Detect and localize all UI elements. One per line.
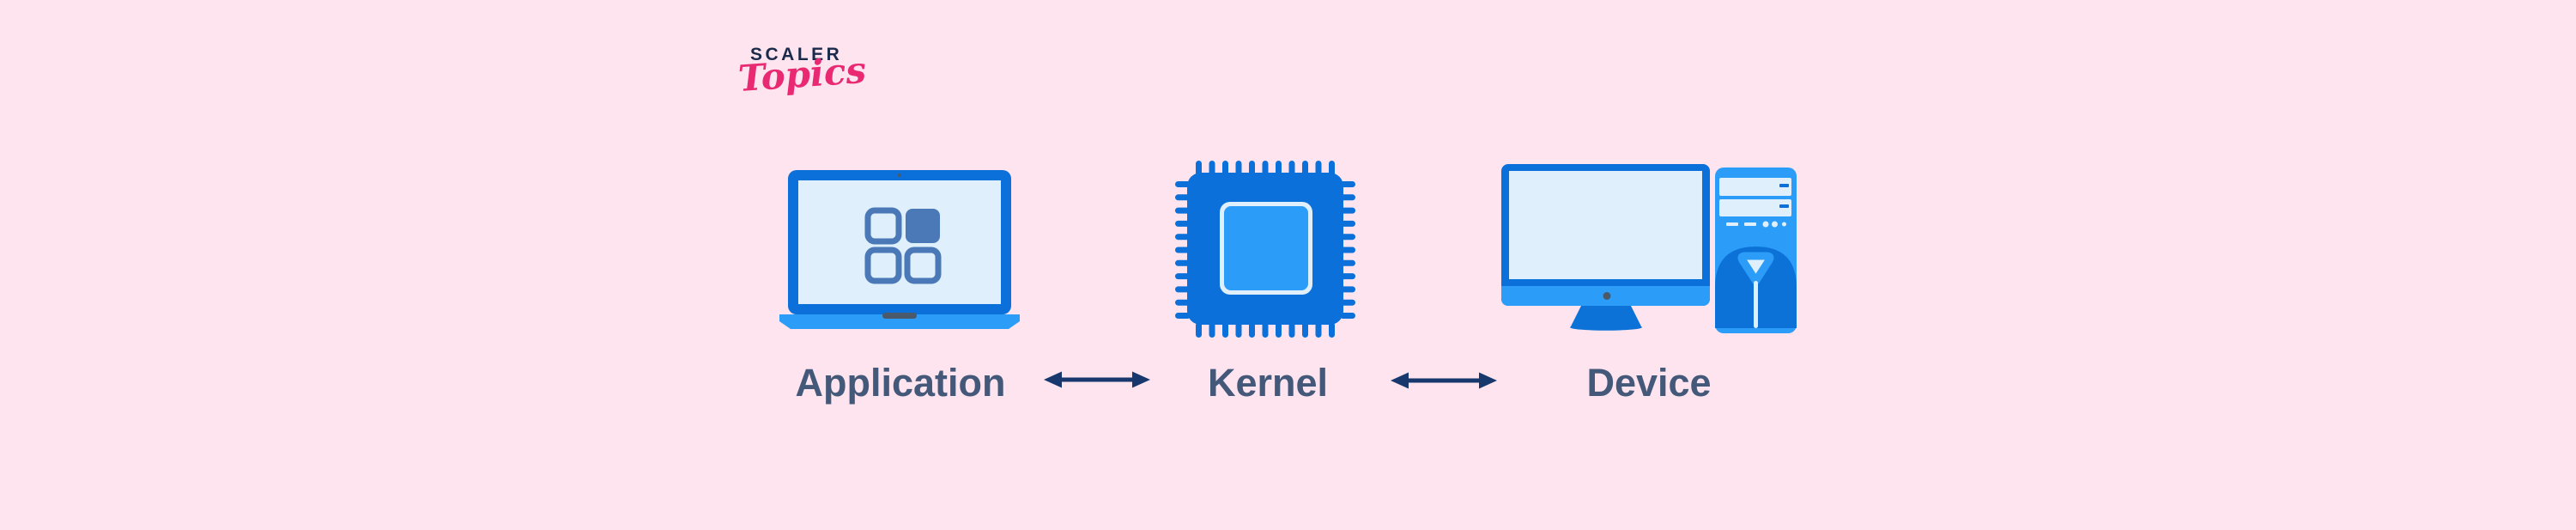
laptop-icon — [779, 170, 1020, 329]
monitor-button — [1603, 292, 1611, 300]
double-arrow-application-kernel — [1044, 371, 1150, 388]
app-grid-square-outline — [864, 247, 902, 284]
monitor-screen — [1509, 171, 1702, 279]
monitor-stand — [1571, 306, 1641, 326]
chip-core — [1224, 206, 1308, 290]
logo-brand-text: SCALER — [750, 45, 843, 64]
desktop-computer-icon — [1501, 164, 1797, 333]
logo-sub-text: Topics — [736, 48, 868, 101]
kernel-label: Kernel — [1207, 361, 1329, 405]
application-label: Application — [795, 361, 1006, 405]
chip-pins — [1175, 161, 1355, 338]
app-grid-square-outline — [904, 247, 942, 284]
monitor-base — [1570, 324, 1642, 331]
scaler-topics-logo: SCALER Topics — [736, 41, 868, 119]
tower-drive-bay — [1719, 178, 1791, 196]
tower-emblem — [1737, 252, 1774, 285]
app-grid-square-filled — [906, 209, 940, 243]
tower-emblem-stem — [1754, 281, 1758, 328]
laptop-notch — [882, 313, 917, 319]
cpu-chip-icon — [1175, 161, 1355, 338]
double-arrow-kernel-device — [1391, 372, 1497, 389]
device-label: Device — [1586, 361, 1712, 405]
tower-drive-bay — [1719, 199, 1791, 216]
app-grid-square-outline — [864, 207, 902, 245]
